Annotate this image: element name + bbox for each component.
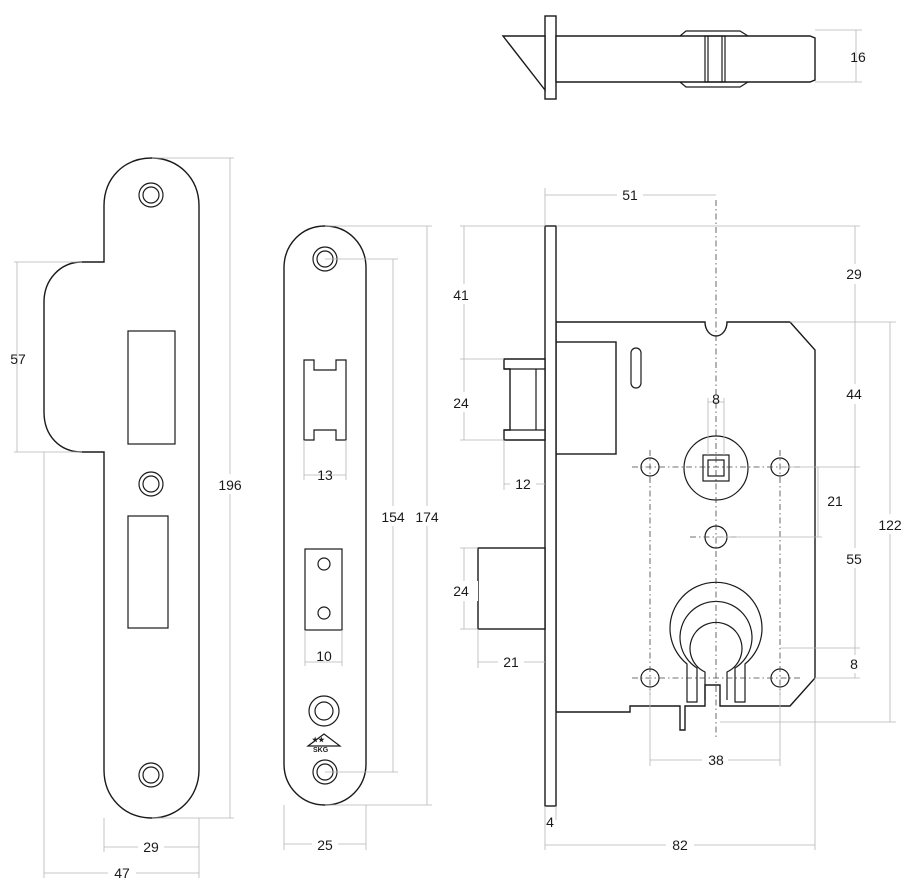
dim-label-196: 196 — [218, 477, 242, 493]
dim-faceplate-bolt-cutout: 10 — [304, 630, 343, 666]
lock-body — [477, 225, 816, 807]
dim-right-stack: 29 44 55 8 122 — [556, 225, 912, 723]
dim-strike-height: 196 — [152, 157, 246, 819]
dim-label-154: 154 — [381, 509, 405, 525]
dim-label-12: 12 — [515, 476, 531, 492]
quality-mark-text: SKG — [313, 747, 329, 754]
dim-label-8-spindle: 8 — [712, 391, 720, 407]
dim-label-47: 47 — [114, 865, 130, 881]
dim-label-24-bolt: 24 — [453, 583, 469, 599]
dim-label-29: 29 — [143, 839, 159, 855]
faceplate: ★★ SKG — [283, 225, 367, 806]
dim-case-depth: 4 82 — [544, 678, 816, 854]
dim-bolt: 24 21 — [448, 547, 545, 671]
dim-label-21-bolt: 21 — [503, 654, 519, 670]
dim-label-13: 13 — [317, 467, 333, 483]
dim-label-16: 16 — [850, 49, 866, 65]
dim-label-38: 38 — [708, 752, 724, 768]
dim-label-174: 174 — [415, 509, 439, 525]
dim-label-51: 51 — [622, 187, 638, 203]
dim-label-25: 25 — [317, 837, 333, 853]
dim-label-41: 41 — [453, 287, 469, 303]
strike-plate — [43, 157, 200, 819]
dim-latch-projection: 12 — [503, 440, 545, 493]
dim-label-122: 122 — [878, 517, 902, 533]
dim-label-29-case: 29 — [846, 266, 862, 282]
dim-hole-spacing: 21 — [716, 467, 848, 538]
dim-backset: 51 — [544, 186, 716, 226]
dim-latch-thickness: 16 — [815, 29, 866, 83]
dim-label-10: 10 — [316, 648, 332, 664]
dim-label-8-cylinder: 8 — [850, 656, 858, 672]
dim-label-24-latch: 24 — [453, 395, 469, 411]
dim-spindle: 8 — [707, 391, 725, 455]
dim-label-44: 44 — [846, 386, 862, 402]
dim-fixing-holes: 38 — [649, 690, 781, 769]
dim-label-21-holes: 21 — [827, 493, 843, 509]
dim-label-55: 55 — [846, 551, 862, 567]
latch-side-view — [501, 15, 816, 100]
dim-label-82: 82 — [672, 837, 688, 853]
dim-label-57: 57 — [10, 351, 26, 367]
dim-faceplate-latch-cutout: 13 — [303, 440, 347, 483]
dim-faceplate-width: 25 — [283, 805, 367, 853]
quality-stars: ★★ — [312, 736, 325, 744]
dim-faceplate-heights: 154 174 — [325, 225, 442, 806]
dim-label-4: 4 — [546, 814, 554, 830]
dim-strike-width: 29 47 — [43, 452, 200, 882]
dim-strike-lip: 57 — [10, 261, 82, 453]
dim-latch-position: 41 24 — [448, 225, 545, 441]
